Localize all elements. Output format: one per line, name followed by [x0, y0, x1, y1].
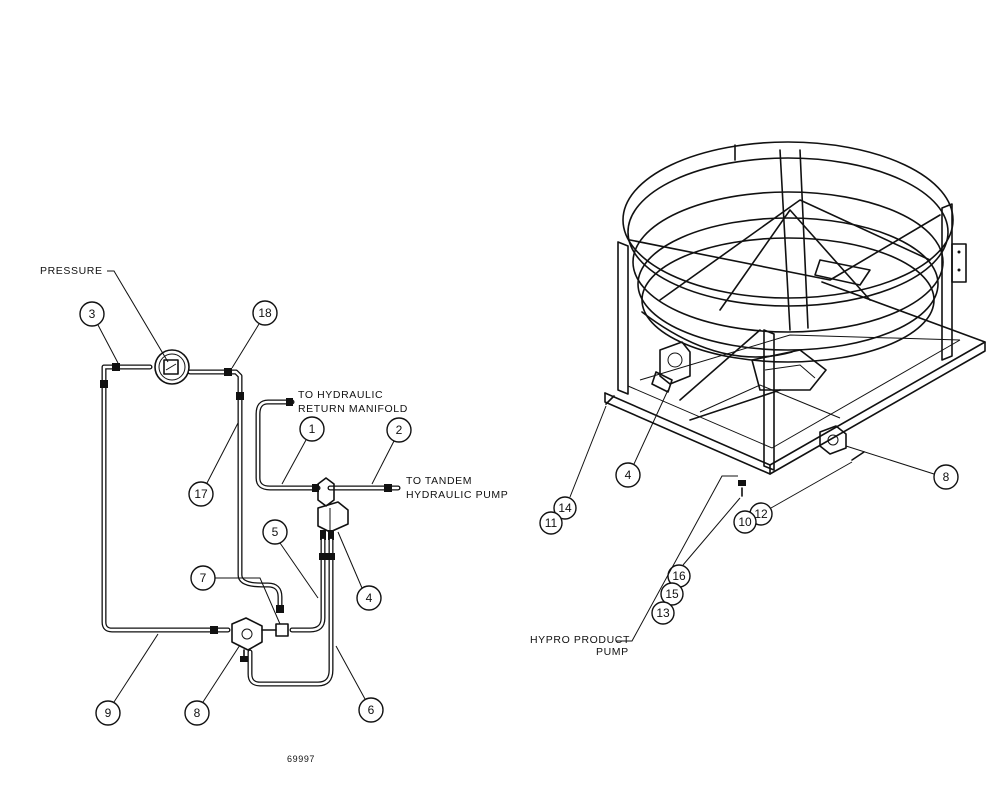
callout-9: 9	[95, 633, 159, 726]
svg-text:1: 1	[309, 422, 316, 436]
callout-10: 10	[733, 510, 757, 534]
callout-4-right: 4	[615, 389, 669, 488]
svg-text:18: 18	[258, 306, 272, 320]
svg-text:15: 15	[665, 587, 679, 601]
hypro-pump-label-line1: HYPRO PRODUCT	[530, 634, 630, 646]
callout-11: 11	[539, 511, 563, 535]
svg-text:6: 6	[368, 703, 375, 717]
base-platform	[604, 281, 986, 475]
svg-text:8: 8	[194, 706, 201, 720]
drawing-number: 69997	[287, 754, 315, 764]
tandem-pump-label-line2: HYDRAULIC PUMP	[406, 489, 508, 501]
callout-8-left: 8	[184, 644, 241, 726]
callout-17: 17	[188, 422, 239, 507]
svg-text:9: 9	[105, 706, 112, 720]
svg-text:12: 12	[754, 507, 768, 521]
tandem-pump-label-line1: TO TANDEM	[406, 475, 472, 487]
callout-8-right: 8	[845, 445, 959, 490]
svg-text:17: 17	[194, 487, 208, 501]
discharge-chute	[751, 349, 827, 391]
hose-9	[101, 364, 231, 633]
hardware-arrows	[605, 395, 865, 497]
svg-text:13: 13	[656, 606, 670, 620]
hydraulic-valve-4	[651, 341, 691, 393]
callout-13: 14	[553, 405, 607, 520]
valve-4	[317, 477, 349, 540]
callout-4-left: 4	[337, 531, 382, 611]
corner-posts	[617, 144, 967, 471]
svg-text:14: 14	[558, 501, 572, 515]
callout-5: 5	[262, 519, 319, 599]
tee-7	[261, 623, 289, 637]
callout-18: 18	[231, 300, 278, 369]
callout-6: 6	[335, 645, 384, 723]
callout-3: 3	[79, 301, 119, 364]
hose-5	[289, 537, 326, 633]
pressure-label: PRESSURE	[40, 265, 103, 277]
hose-1	[255, 399, 321, 491]
svg-text:4: 4	[625, 468, 632, 482]
ring-hopper	[622, 141, 954, 363]
return-manifold-label-line2: RETURN MANIFOLD	[298, 403, 408, 415]
callout-14: 13	[651, 601, 675, 625]
svg-text:7: 7	[200, 571, 207, 585]
svg-text:2: 2	[396, 423, 403, 437]
pressure-gauge	[154, 349, 190, 385]
callout-15: 15	[660, 582, 684, 606]
svg-text:4: 4	[366, 591, 373, 605]
svg-text:16: 16	[672, 569, 686, 583]
svg-text:5: 5	[272, 525, 279, 539]
hose-6	[247, 537, 334, 687]
svg-text:8: 8	[943, 470, 950, 484]
callout-1: 1	[281, 416, 325, 485]
hose-17	[187, 369, 283, 613]
hydraulic-schematic: PRESSURE TO HYDRAULIC RETURN MANIFOLD TO…	[40, 265, 508, 726]
svg-text:11: 11	[545, 516, 558, 530]
valve-8	[231, 617, 263, 662]
callout-2: 2	[371, 417, 412, 485]
hypro-pump-label-line2: PUMP	[596, 646, 629, 658]
return-manifold-label-line1: TO HYDRAULIC	[298, 389, 383, 401]
svg-text:3: 3	[89, 307, 96, 321]
callout-16: 16	[667, 497, 741, 588]
hypro-pump-8	[819, 425, 847, 455]
svg-text:10: 10	[738, 515, 752, 529]
cross-bracing	[629, 149, 941, 421]
frame-assembly-view: 4 8 14 11 12 10 16	[530, 141, 986, 658]
callout-7: 7	[190, 565, 281, 625]
